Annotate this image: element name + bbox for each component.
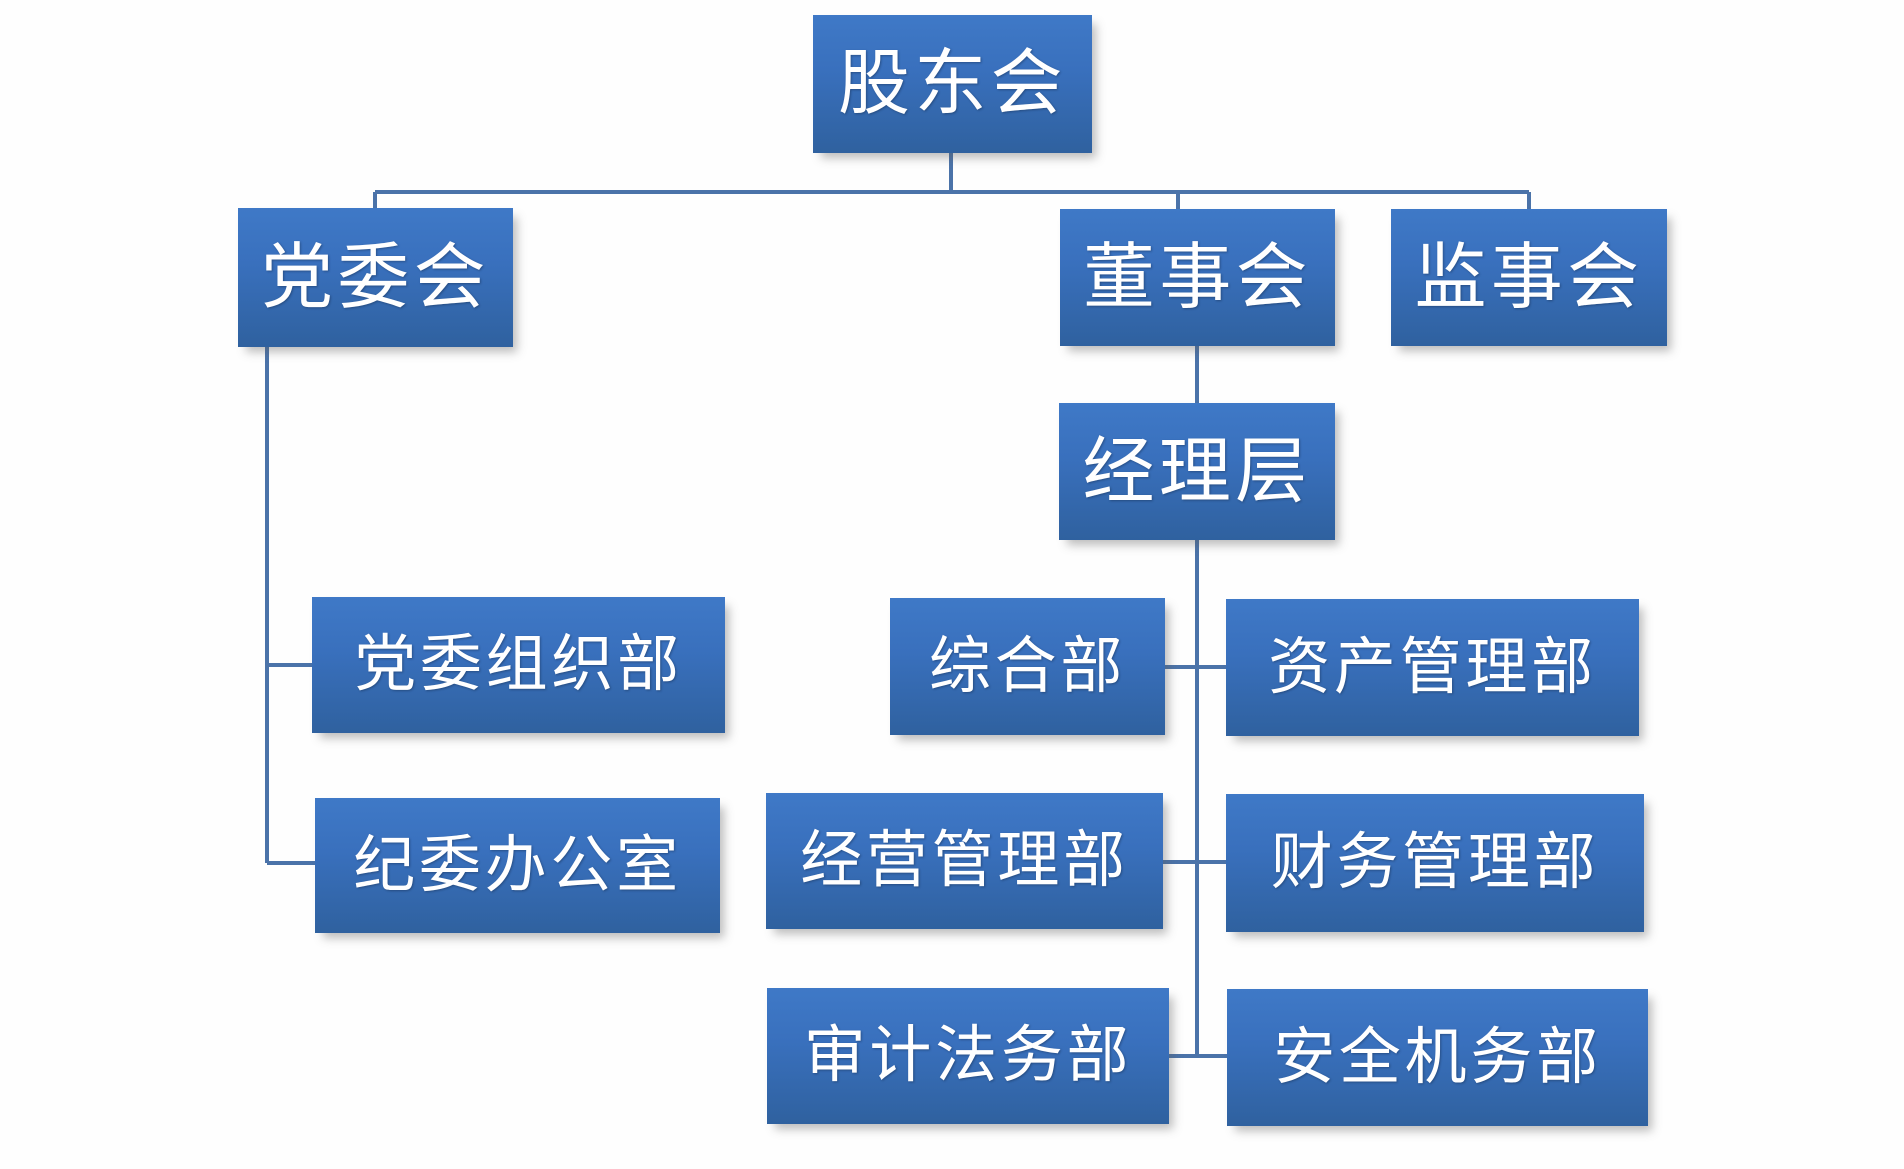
- org-node-label: 安全机务部: [1273, 1019, 1602, 1093]
- org-node-finance-management[interactable]: 财务管理部: [1226, 794, 1644, 932]
- org-node-label: 股东会: [838, 41, 1067, 125]
- org-node-party-committee[interactable]: 党委会: [238, 208, 513, 347]
- org-node-label: 党委会: [261, 234, 490, 319]
- org-node-general-affairs[interactable]: 综合部: [890, 598, 1165, 735]
- org-node-label: 综合部: [928, 628, 1127, 702]
- org-node-label: 经理层: [1082, 428, 1312, 513]
- org-node-label: 党委组织部: [354, 627, 683, 700]
- org-node-business-management[interactable]: 经营管理部: [766, 793, 1163, 929]
- org-node-party-org-dept[interactable]: 党委组织部: [312, 597, 725, 733]
- org-node-label: 经营管理部: [800, 823, 1129, 896]
- org-node-management[interactable]: 经理层: [1059, 403, 1335, 540]
- org-node-label: 资产管理部: [1268, 629, 1597, 703]
- org-node-discipline-office[interactable]: 纪委办公室: [315, 798, 720, 933]
- org-node-asset-management[interactable]: 资产管理部: [1226, 599, 1639, 736]
- org-node-board-directors[interactable]: 董事会: [1060, 209, 1335, 346]
- org-node-label: 纪委办公室: [353, 827, 682, 901]
- org-node-audit-legal[interactable]: 审计法务部: [767, 988, 1169, 1124]
- org-node-board-supervisors[interactable]: 监事会: [1391, 209, 1667, 346]
- org-node-label: 财务管理部: [1270, 825, 1600, 898]
- org-node-safety-machinery[interactable]: 安全机务部: [1227, 989, 1648, 1126]
- org-node-label: 审计法务部: [803, 1018, 1133, 1091]
- org-node-label: 监事会: [1414, 234, 1644, 319]
- org-node-shareholders[interactable]: 股东会: [813, 15, 1092, 153]
- org-node-label: 董事会: [1083, 234, 1312, 319]
